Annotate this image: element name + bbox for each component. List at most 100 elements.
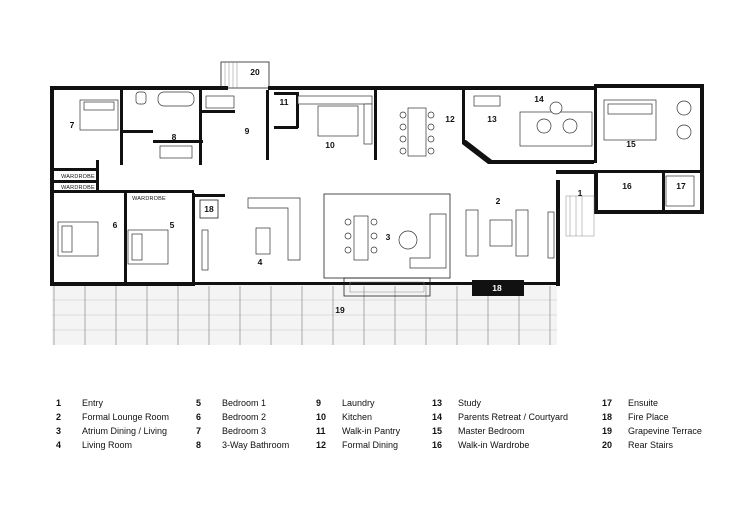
legend-label: Ensuite: [628, 398, 659, 408]
bedroom-furniture: [57, 99, 657, 265]
legend-number: 7: [196, 426, 202, 436]
room-number: 17: [676, 181, 686, 191]
legend-label: 3-Way Bathroom: [222, 440, 290, 450]
legend-number: 5: [196, 398, 202, 408]
room-number: 8: [172, 132, 177, 142]
rear-stairs: [220, 61, 270, 89]
room-number: 10: [325, 140, 335, 150]
legend-number: 15: [432, 426, 443, 436]
legend-item: 3 Atrium Dining / Living: [56, 424, 169, 438]
room-number: 9: [245, 126, 250, 136]
legend-label: Master Bedroom: [458, 426, 525, 436]
room-number: 2: [496, 196, 501, 206]
legend-item: 6 Bedroom 2: [196, 410, 289, 424]
floor-plan: 1 2 3 4 5 6 7 8 9 10 11 12 13 14 15 16 1…: [50, 61, 704, 345]
room-number: 11: [280, 97, 289, 107]
legend-column: 9 Laundry 10 Kitchen 11 Walk-in Pantry 12 Fo…: [316, 396, 400, 452]
legend-label: Fire Place: [628, 412, 669, 422]
room-number: 20: [250, 67, 260, 77]
legend-item: 4 Living Room: [56, 438, 169, 452]
room-number: 12: [445, 114, 455, 124]
room-number: 14: [534, 94, 544, 104]
legend-label: Formal Lounge Room: [82, 412, 170, 422]
legend-column: 1 Entry 2 Formal Lounge Room 3 Atrium Dinin…: [56, 396, 169, 452]
legend-item: 9 Laundry: [316, 396, 400, 410]
legend-number: 16: [432, 440, 443, 450]
atrium-glazing: [323, 193, 451, 297]
room-number: 4: [258, 257, 263, 267]
legend-item: 11 Walk-in Pantry: [316, 424, 400, 438]
legend-label: Bedroom 2: [222, 412, 267, 422]
room-number: 18: [204, 204, 214, 214]
legend-label: Study: [458, 398, 482, 408]
wardrobe-tag: WARDROBE: [61, 174, 95, 180]
legend-label: Entry: [82, 398, 104, 408]
legend-item: 17 Ensuite: [602, 396, 702, 410]
dining-tables: [344, 107, 435, 261]
legend-number: 2: [56, 412, 62, 422]
legend-column: 13 Study 14 Parents Retreat / Courtyard 15…: [432, 396, 568, 452]
room-number: 1: [578, 188, 583, 198]
room-number: 5: [170, 220, 175, 230]
legend-number: 4: [56, 440, 62, 450]
legend-label: Atrium Dining / Living: [82, 426, 168, 436]
legend-item: 5 Bedroom 1: [196, 396, 289, 410]
legend: 1 Entry 2 Formal Lounge Room 3 Atrium Dinin…: [56, 396, 736, 466]
legend-number: 11: [316, 426, 326, 436]
legend-number: 13: [432, 398, 443, 408]
legend-column: 5 Bedroom 1 6 Bedroom 2 7 Bedroom 3 8 3-Way …: [196, 396, 289, 452]
entry-steps: [565, 195, 595, 237]
legend-label: Bedroom 3: [222, 426, 267, 436]
room-number: 19: [335, 305, 345, 315]
legend-number: 12: [316, 440, 327, 450]
legend-item: 14 Parents Retreat / Courtyard: [432, 410, 568, 424]
wardrobe-tag: WARDROBE: [61, 185, 95, 191]
legend-number: 3: [56, 426, 62, 436]
room-labels: 1 2 3 4 5 6 7 8 9 10 11 12 13 14 15 16 1…: [70, 67, 686, 315]
legend-number: 9: [316, 398, 322, 408]
fireplace-number: 18: [492, 283, 502, 293]
lounge-furniture: [201, 95, 692, 271]
room-number: 7: [70, 120, 75, 130]
wardrobe-tag: WARDROBE: [132, 196, 166, 202]
legend-item: 8 3-Way Bathroom: [196, 438, 289, 452]
room-number: 15: [626, 139, 636, 149]
interior-walls: [54, 88, 700, 296]
legend-number: 8: [196, 440, 202, 450]
room-number: 16: [622, 181, 632, 191]
legend-label: Walk-in Pantry: [342, 426, 401, 436]
legend-item: 15 Master Bedroom: [432, 424, 568, 438]
legend-label: Formal Dining: [342, 440, 399, 450]
legend-number: 18: [602, 412, 613, 422]
legend-item: 7 Bedroom 3: [196, 424, 289, 438]
legend-item: 2 Formal Lounge Room: [56, 410, 169, 424]
fireplace: [199, 199, 219, 219]
legend-number: 10: [316, 412, 327, 422]
legend-label: Kitchen: [342, 412, 373, 422]
legend-label: Parents Retreat / Courtyard: [458, 412, 569, 422]
legend-item: 12 Formal Dining: [316, 438, 400, 452]
legend-number: 19: [602, 426, 613, 436]
legend-label: Laundry: [342, 398, 375, 408]
legend-item: 1 Entry: [56, 396, 169, 410]
legend-number: 1: [56, 398, 62, 408]
legend-label: Walk-in Wardrobe: [458, 440, 530, 450]
terrace-posts: [53, 286, 551, 345]
legend-item: 13 Study: [432, 396, 568, 410]
legend-label: Rear Stairs: [628, 440, 674, 450]
legend-item: 18 Fire Place: [602, 410, 702, 424]
legend-label: Bedroom 1: [222, 398, 267, 408]
legend-number: 20: [602, 440, 613, 450]
legend-label: Living Room: [82, 440, 133, 450]
legend-item: 16 Walk-in Wardrobe: [432, 438, 568, 452]
legend-item: 10 Kitchen: [316, 410, 400, 424]
wet-areas: [135, 91, 695, 207]
legend-number: 17: [602, 398, 613, 408]
legend-number: 14: [432, 412, 443, 422]
legend-item: 20 Rear Stairs: [602, 438, 702, 452]
exterior-walls: [50, 84, 704, 286]
room-number: 13: [487, 114, 497, 124]
legend-number: 6: [196, 412, 202, 422]
